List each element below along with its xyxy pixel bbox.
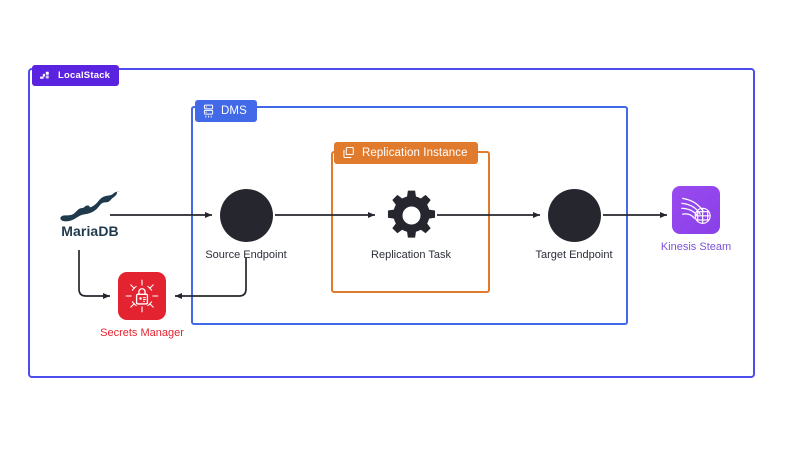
localstack-container-badge: LocalStack xyxy=(32,65,120,86)
database-server-icon xyxy=(202,104,215,119)
node-target-endpoint-label: Target Endpoint xyxy=(535,249,613,261)
copy-layers-icon xyxy=(342,146,356,160)
localstack-container xyxy=(28,68,755,378)
dms-container-label: DMS xyxy=(221,105,247,117)
localstack-container-label: LocalStack xyxy=(58,70,111,81)
node-kinesis-stream: Kinesis Steam xyxy=(655,186,737,254)
node-kinesis-stream-label: Kinesis Steam xyxy=(660,241,732,253)
node-replication-task-label: Replication Task xyxy=(371,249,451,261)
secrets-lock-icon xyxy=(118,272,166,320)
replication-instance-badge: Replication Instance xyxy=(334,142,478,164)
node-secrets-manager-label: Secrets Manager xyxy=(100,327,184,339)
node-mariadb-label: MariaDB xyxy=(61,223,119,239)
node-secrets-manager: Secrets Manager xyxy=(96,272,188,340)
node-source-endpoint: Source Endpoint xyxy=(191,189,301,262)
localstack-logo-icon xyxy=(39,69,52,82)
endpoint-circle-icon xyxy=(547,189,601,242)
node-target-endpoint: Target Endpoint xyxy=(519,189,629,262)
dms-container-badge: DMS xyxy=(195,100,257,122)
node-replication-task: Replication Task xyxy=(356,189,466,262)
endpoint-circle-icon xyxy=(219,189,273,242)
gear-icon xyxy=(385,189,438,242)
replication-instance-label: Replication Instance xyxy=(362,147,468,159)
node-source-endpoint-label: Source Endpoint xyxy=(205,249,287,261)
kinesis-stream-icon xyxy=(672,186,720,234)
mariadb-seal-logo-icon xyxy=(59,188,121,222)
node-mariadb: MariaDB xyxy=(46,188,134,239)
